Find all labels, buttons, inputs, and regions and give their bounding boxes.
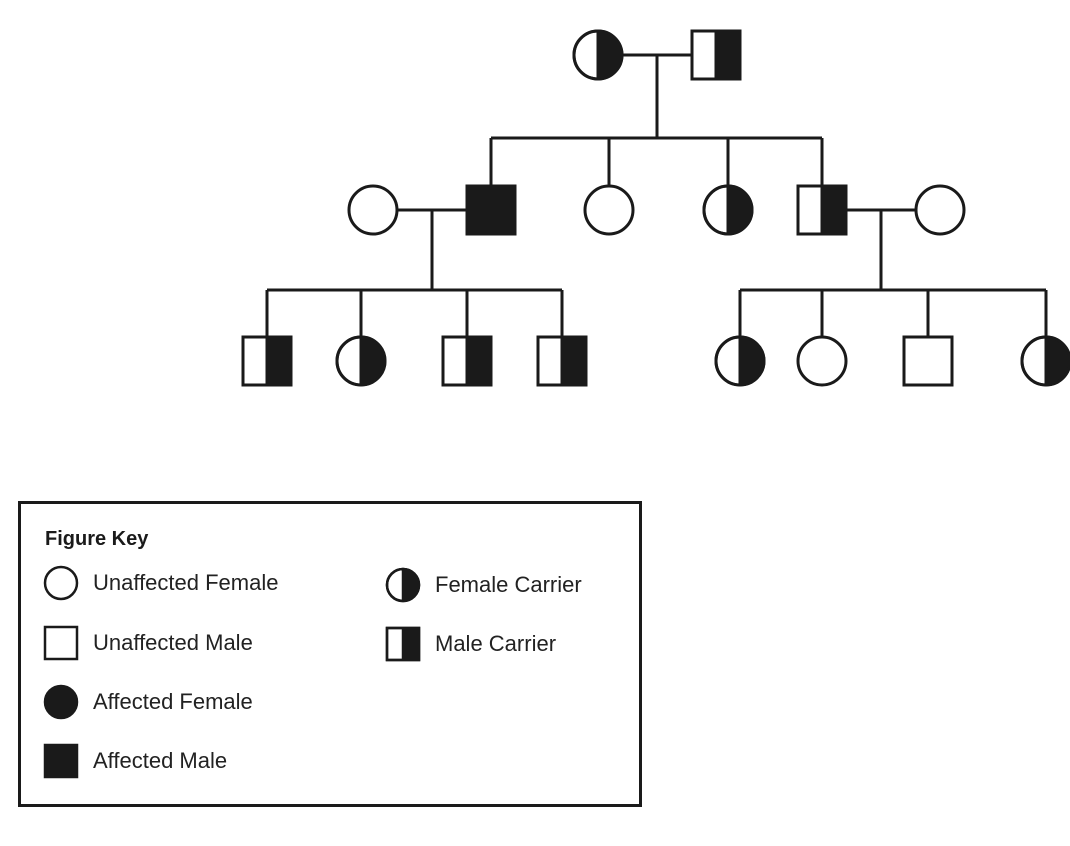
legend-item-unaffected-female: Unaffected Female — [43, 565, 278, 601]
legend-item-unaffected-male: Unaffected Male — [43, 625, 253, 661]
male-carrier-symbol — [441, 335, 493, 387]
male-carrier-symbol — [536, 335, 588, 387]
legend-item-male-carrier: Male Carrier — [385, 626, 556, 662]
affected-female-symbol — [43, 684, 79, 720]
unaffected-female-symbol — [347, 184, 399, 236]
legend-label: Male Carrier — [435, 631, 557, 656]
female-carrier-symbol — [572, 29, 624, 81]
unaffected-male-symbol — [43, 625, 79, 661]
affected-male-symbol — [43, 743, 79, 779]
affected-female-icon — [43, 684, 79, 720]
unaffected-female-symbol — [583, 184, 635, 236]
legend-item-female-carrier: Female Carrier — [385, 567, 582, 603]
unaffected-male-symbol — [902, 335, 954, 387]
male-carrier-symbol — [796, 184, 848, 236]
female-carrier-icon — [385, 567, 421, 603]
female-carrier-symbol — [702, 184, 754, 236]
legend-label: Affected Male — [93, 748, 228, 773]
female-carrier-symbol — [714, 335, 766, 387]
figure-key-title: Figure Key — [45, 528, 149, 550]
pedigree-symbols — [241, 29, 1070, 387]
male-carrier-icon — [385, 626, 421, 662]
male-carrier-symbol — [385, 626, 421, 662]
female-carrier-symbol — [1020, 335, 1070, 387]
female-carrier-symbol — [335, 335, 387, 387]
legend-label: Unaffected Female — [93, 570, 279, 595]
legend-item-affected-male: Affected Male — [43, 743, 227, 779]
unaffected-male-icon — [43, 625, 79, 661]
unaffected-female-symbol — [796, 335, 848, 387]
legend-label: Unaffected Male — [93, 630, 253, 655]
affected-male-symbol — [465, 184, 517, 236]
female-carrier-symbol — [385, 567, 421, 603]
unaffected-female-symbol — [914, 184, 966, 236]
pedigree-connector-lines — [265, 53, 1048, 337]
figure-key: Figure Key Unaffected Female Unaffected … — [18, 501, 642, 807]
male-carrier-symbol — [690, 29, 742, 81]
affected-male-icon — [43, 743, 79, 779]
legend-item-affected-female: Affected Female — [43, 684, 253, 720]
unaffected-female-symbol — [43, 565, 79, 601]
legend-label: Affected Female — [93, 689, 253, 714]
unaffected-female-icon — [43, 565, 79, 601]
male-carrier-symbol — [241, 335, 293, 387]
legend-label: Female Carrier — [435, 572, 582, 597]
